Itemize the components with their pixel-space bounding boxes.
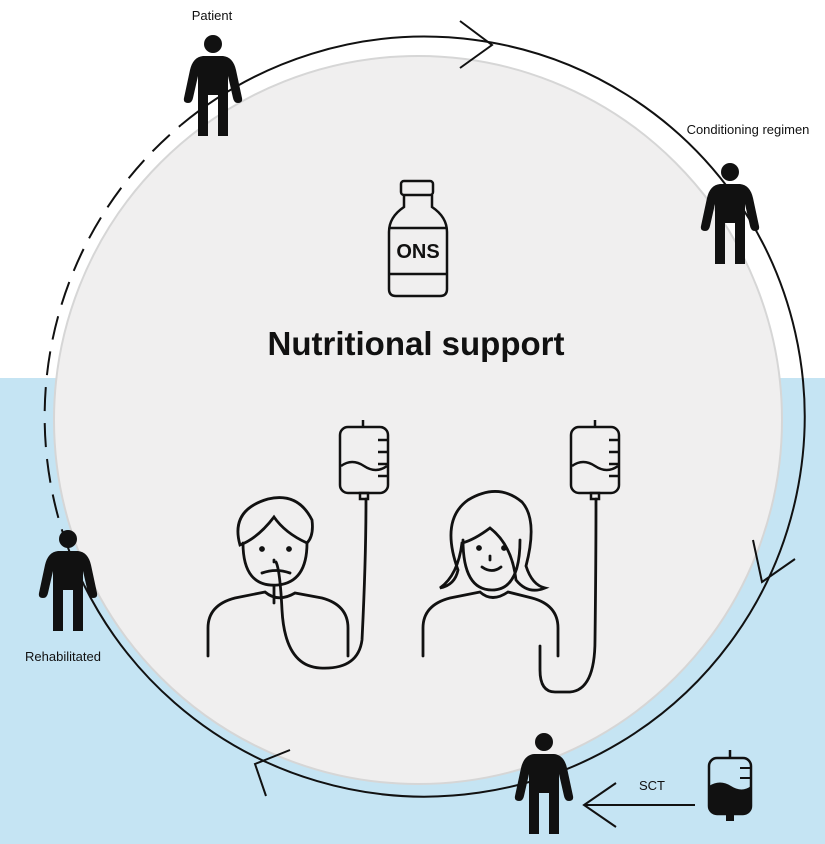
bottle-icon: [387, 179, 449, 298]
cycle-solid-arc: [83, 35, 806, 798]
arrow-icon: [253, 749, 291, 797]
woman-with-tube-icon: [421, 490, 598, 694]
bottle-label: ONS: [396, 241, 439, 263]
sct-label: SCT: [639, 778, 665, 793]
arrow-icon: [582, 782, 617, 828]
inner-disc: [53, 55, 783, 785]
iv-bag-icon: [707, 750, 753, 821]
arrow-icon: [752, 539, 796, 584]
cycle-dashed-arc: [43, 124, 182, 586]
iv-bag-icon: [569, 420, 621, 501]
man-with-tube-icon: [206, 496, 368, 670]
patient-label: Patient: [192, 8, 233, 23]
iv-bag-icon: [338, 420, 390, 501]
rehabilitated-label: Rehabilitated: [25, 649, 101, 664]
conditioning-label: Conditioning regimen: [687, 122, 810, 137]
arrow-icon: [459, 20, 494, 69]
diagram-title: Nutritional support: [268, 325, 565, 362]
